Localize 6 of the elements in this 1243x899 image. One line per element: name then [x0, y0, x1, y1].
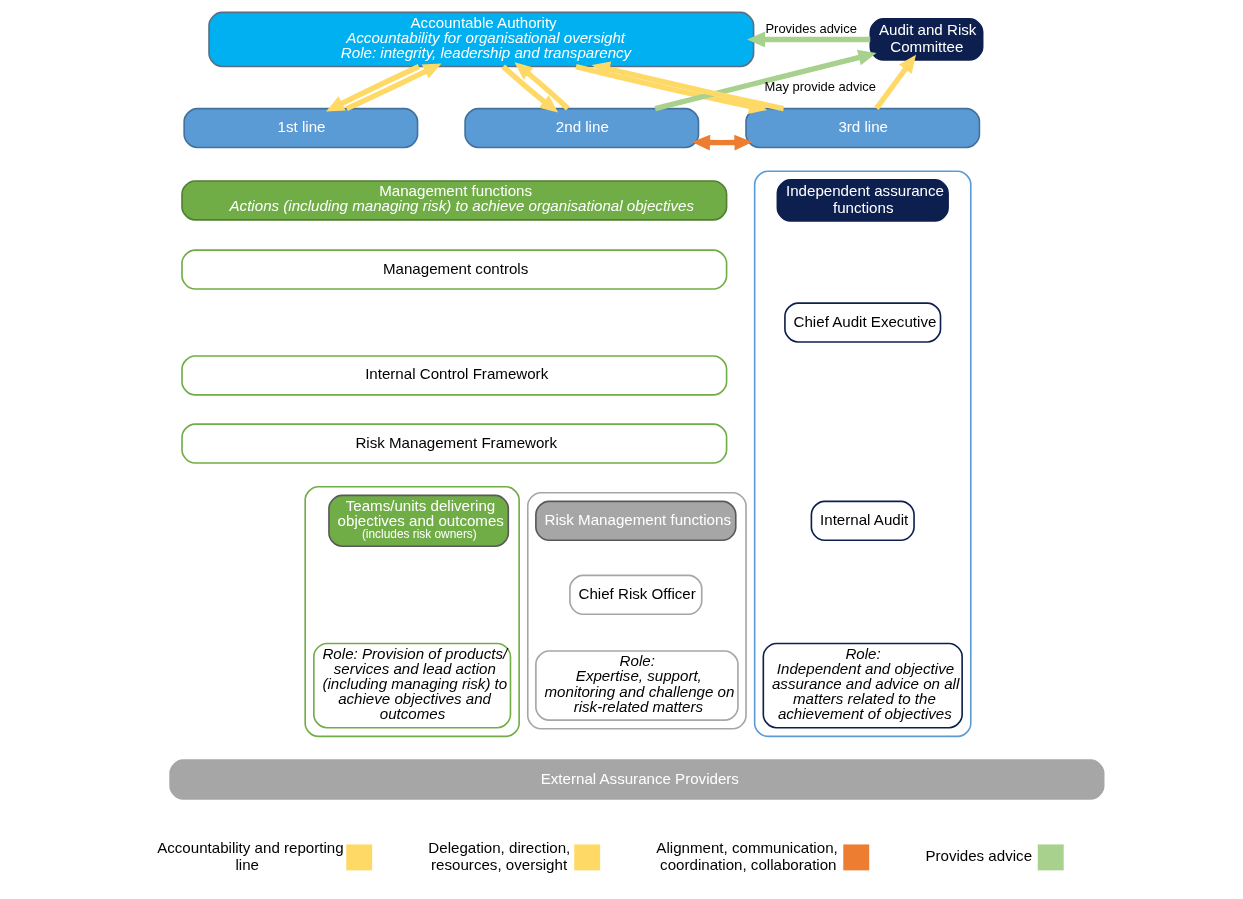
legend-label: Delegation, direction, resources, oversight [428, 839, 571, 873]
edge-label: Provides advice [765, 20, 857, 36]
legend-label: Alignment, communication, coordination, collaboration [656, 839, 838, 873]
legend-label: Accountability and reporting line [157, 839, 344, 873]
edge-label: May provide advice [764, 78, 877, 94]
legend-label: Provides advice [925, 847, 1033, 865]
